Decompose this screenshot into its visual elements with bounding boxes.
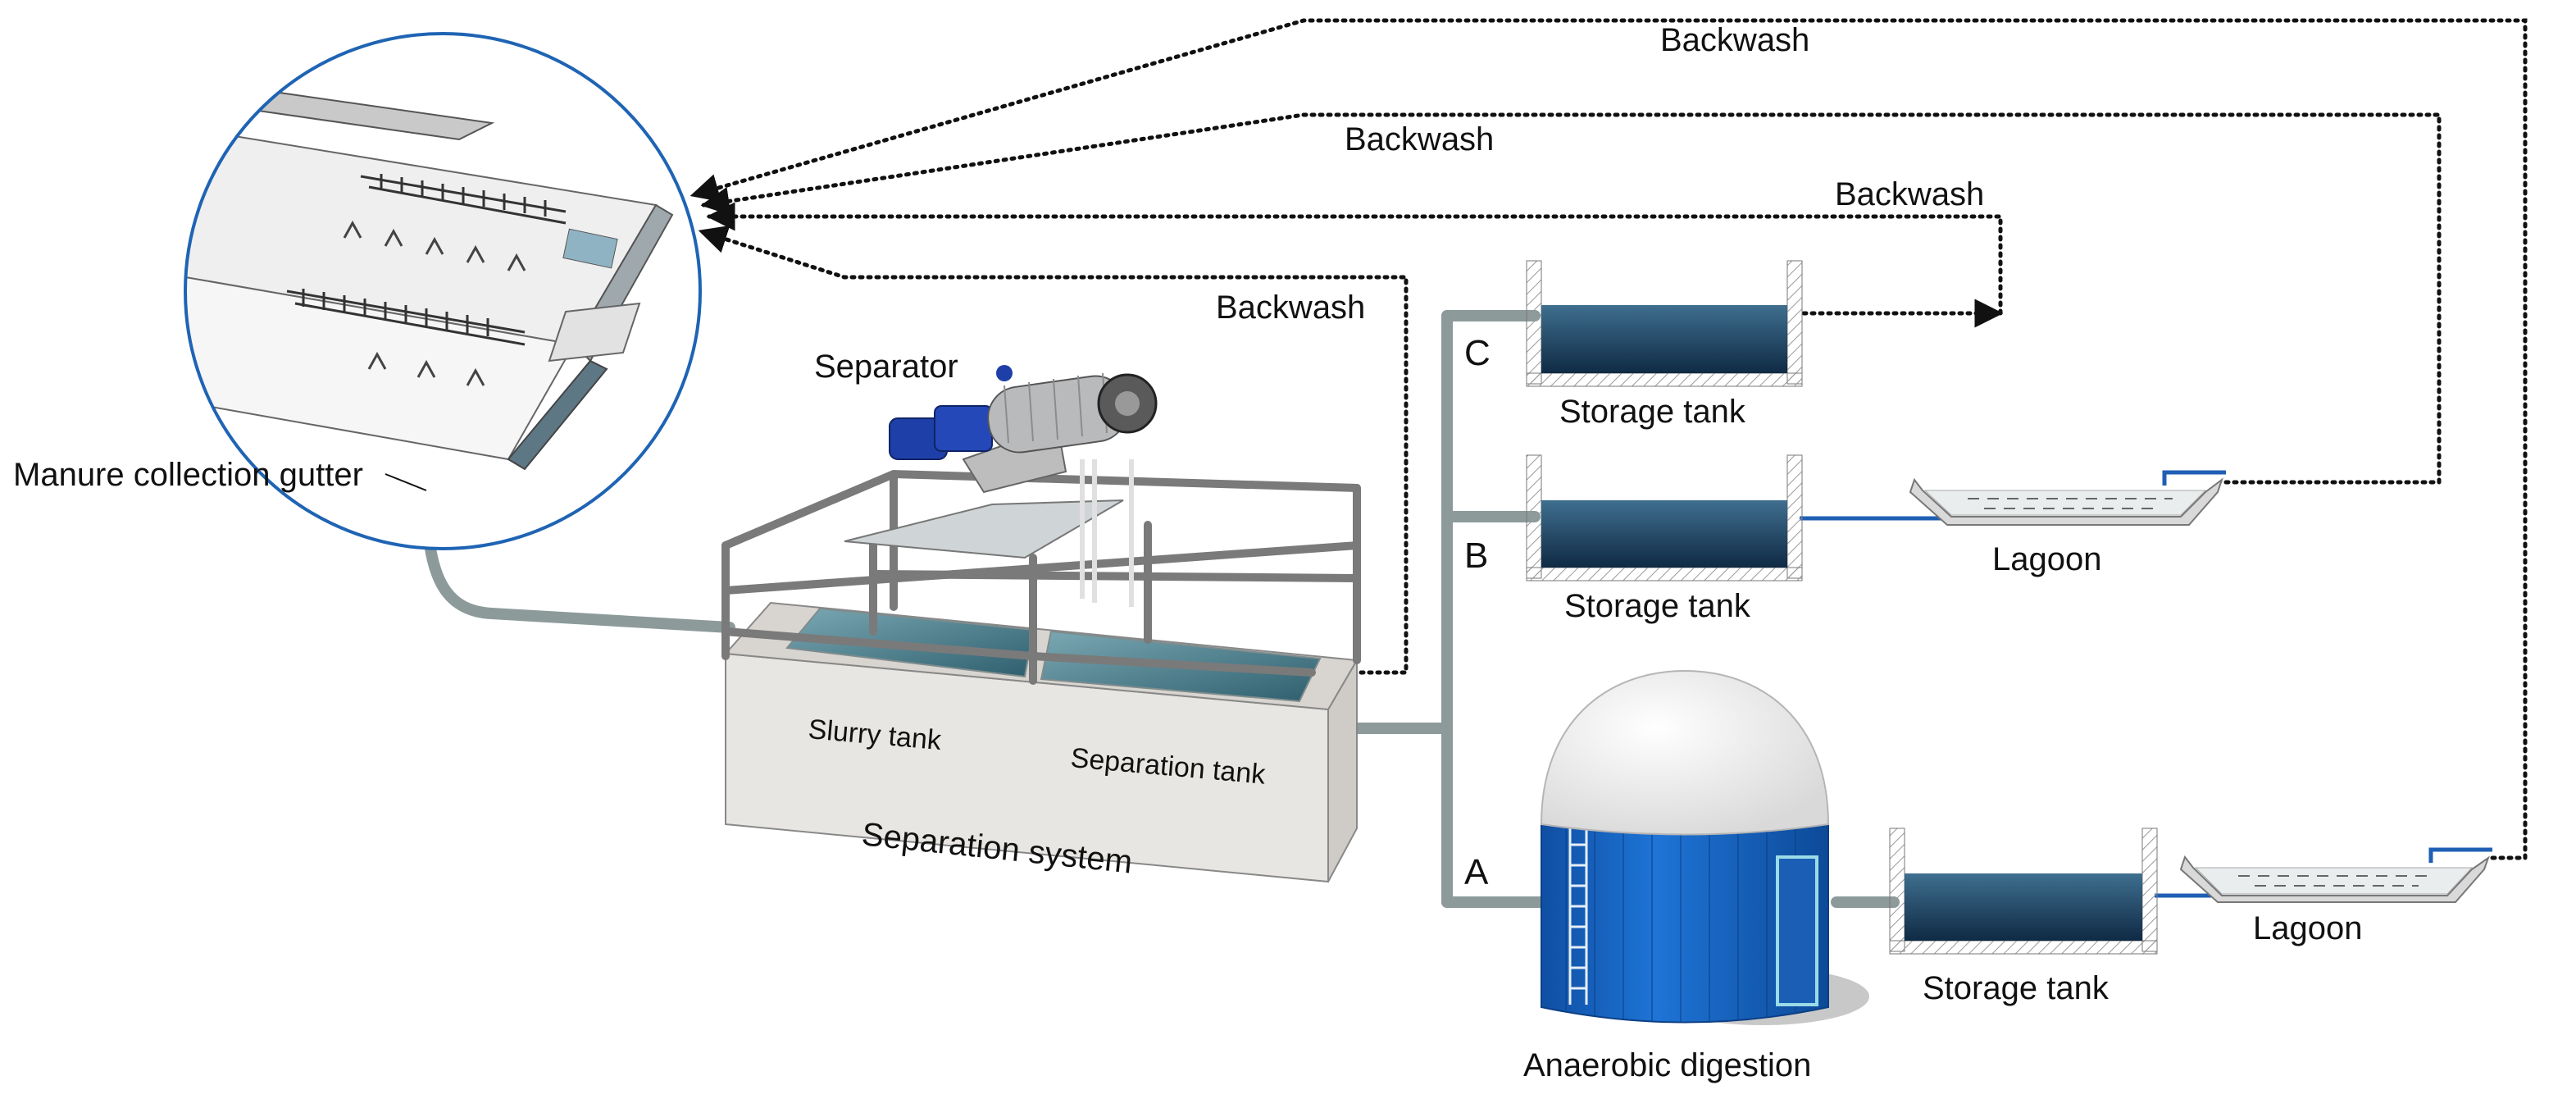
safety-railing [721, 469, 1361, 685]
label-backwash-3: Backwash [1835, 176, 1984, 212]
separator-support-pipes [1080, 459, 1134, 607]
storage-tank-a-liquid [1905, 873, 2142, 941]
label-lagoon-a: Lagoon [2253, 910, 2362, 946]
digester-ladder [1568, 828, 1588, 1005]
backwash-line-lagoon-b [700, 112, 2442, 485]
storage-tank-c-liquid [1541, 305, 1787, 373]
digester-dome [1540, 669, 1830, 836]
storage-tank-c [1526, 260, 1803, 387]
digester-access-door [1776, 855, 1818, 1006]
lagoon-b [1909, 470, 2226, 526]
label-backwash-1: Backwash [1660, 22, 1809, 58]
slatted-floor-row-top [360, 174, 567, 225]
label-storage-tank-c: Storage tank [1559, 394, 1746, 430]
label-branch-a: A [1464, 852, 1489, 892]
digester-tank-body [1541, 823, 1829, 1024]
labels: Manure collection gutter Separator Slurr… [13, 22, 2362, 1083]
gutter-channel [507, 359, 608, 471]
anaerobic-digester [1540, 669, 1869, 1025]
label-branch-c: C [1464, 333, 1491, 373]
storage-tank-b-liquid [1541, 500, 1787, 568]
separator-platform [844, 499, 1124, 559]
label-separator: Separator [814, 349, 958, 385]
backwash-line-storage-c [706, 202, 2003, 316]
backwash-line-separation [698, 225, 1409, 675]
label-backwash-2: Backwash [1345, 121, 1494, 157]
label-storage-tank-a: Storage tank [1923, 970, 2109, 1006]
storage-tank-b [1526, 454, 1803, 581]
stall-dividers [343, 220, 526, 386]
slatted-floor-row-bottom [286, 289, 526, 346]
gutter-detail-magnifier [184, 32, 702, 550]
backwash-lines [690, 18, 2528, 860]
magnifier-outline [184, 32, 702, 550]
label-storage-tank-b: Storage tank [1564, 588, 1751, 624]
separation-system [721, 365, 1361, 883]
gutter-label-leader [385, 473, 427, 491]
label-anaerobic-digestion: Anaerobic digestion [1523, 1047, 1811, 1083]
label-backwash-4: Backwash [1216, 290, 1365, 326]
blue-pipes [1800, 516, 2214, 898]
label-branch-b: B [1464, 536, 1488, 576]
screw-press-separator [889, 365, 1158, 494]
label-manure-collection-gutter: Manure collection gutter [13, 457, 363, 493]
backwash-line-lagoon-a [690, 18, 2528, 860]
storage-tank-a [1889, 828, 2158, 955]
lagoon-a [2179, 847, 2492, 903]
label-lagoon-b: Lagoon [1992, 541, 2101, 577]
